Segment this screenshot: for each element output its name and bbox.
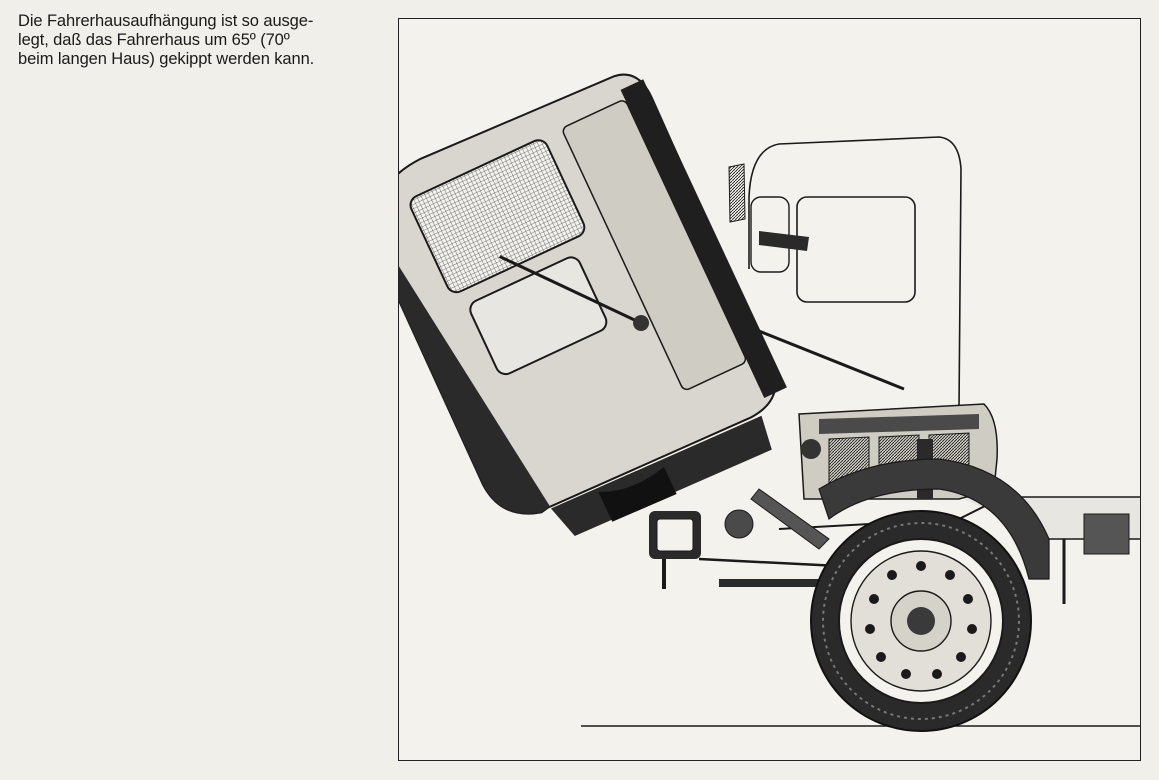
- truck-tilted-cab-illustration: [399, 73, 1140, 732]
- caption-text: Die Fahrerhausaufhängung ist so ausge- l…: [18, 12, 378, 69]
- caption-line-2: legt, daß das Fahrerhaus um 65º (70º: [18, 31, 290, 49]
- truck-illustration-frame: [398, 18, 1141, 761]
- caption-line-3: beim langen Haus) gekippt werden kann.: [18, 50, 315, 68]
- caption-line-1: Die Fahrerhausaufhängung ist so ausge-: [18, 12, 314, 30]
- front-wheel: [810, 510, 1032, 732]
- tilted-cab: [399, 73, 787, 536]
- front-bumper-assembly: [649, 488, 830, 589]
